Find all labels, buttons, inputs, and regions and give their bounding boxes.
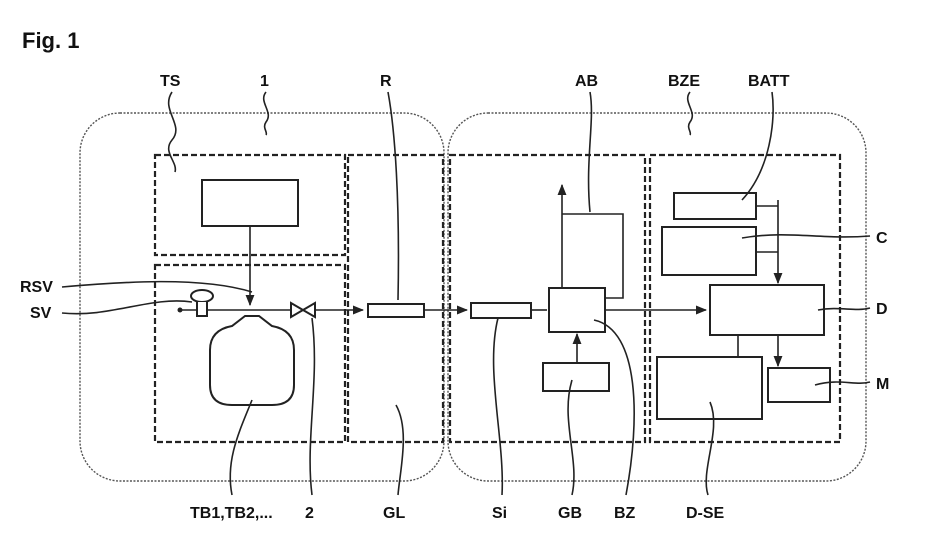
sv-valve-cap <box>191 290 213 302</box>
m-block <box>768 368 830 402</box>
dse-block <box>657 357 762 419</box>
leader-ts <box>169 92 176 172</box>
tank-tb <box>210 316 294 405</box>
label-gb: GB <box>558 505 582 522</box>
leader-ab <box>589 92 592 212</box>
label-batt: BATT <box>748 73 790 90</box>
ts-block <box>202 180 298 226</box>
label-2: 2 <box>305 505 314 522</box>
si-block <box>471 303 531 318</box>
leader-c <box>742 235 870 238</box>
c-block <box>662 227 756 275</box>
leader-sv <box>62 301 192 314</box>
leader-r <box>388 92 398 300</box>
label-si: Si <box>492 505 507 522</box>
label-bze: BZE <box>668 73 700 90</box>
label-bz: BZ <box>614 505 636 522</box>
label-dse: D-SE <box>686 505 725 522</box>
label-rsv: RSV <box>20 279 53 296</box>
label-c: C <box>876 230 888 247</box>
label-1: 1 <box>260 73 269 90</box>
leader-tb <box>230 400 252 495</box>
leader-d <box>818 308 870 310</box>
leader-gb <box>568 380 574 495</box>
module-gl <box>348 155 443 442</box>
label-sv: SV <box>30 305 52 322</box>
sv-port <box>178 308 183 313</box>
label-r: R <box>380 73 392 90</box>
label-tb: TB1,TB2,... <box>190 505 273 522</box>
leader-bz <box>594 320 634 495</box>
left-housing-outline <box>80 113 444 481</box>
d-block <box>710 285 824 335</box>
sv-valve-body <box>197 302 207 316</box>
leader-si <box>494 318 503 495</box>
leader-batt <box>742 92 773 200</box>
label-ab: AB <box>575 73 598 90</box>
label-d: D <box>876 301 888 318</box>
label-ts: TS <box>160 73 181 90</box>
label-m: M <box>876 376 889 393</box>
figure-title: Fig. 1 <box>22 28 79 53</box>
valve-2-right <box>303 303 315 317</box>
leader-2 <box>310 318 314 495</box>
batt-block <box>674 193 756 219</box>
r-block <box>368 304 424 317</box>
gb-block <box>543 363 609 391</box>
ab-loop <box>562 214 623 298</box>
bz-block <box>549 288 605 332</box>
leader-rsv <box>62 282 252 292</box>
label-gl: GL <box>383 505 405 522</box>
